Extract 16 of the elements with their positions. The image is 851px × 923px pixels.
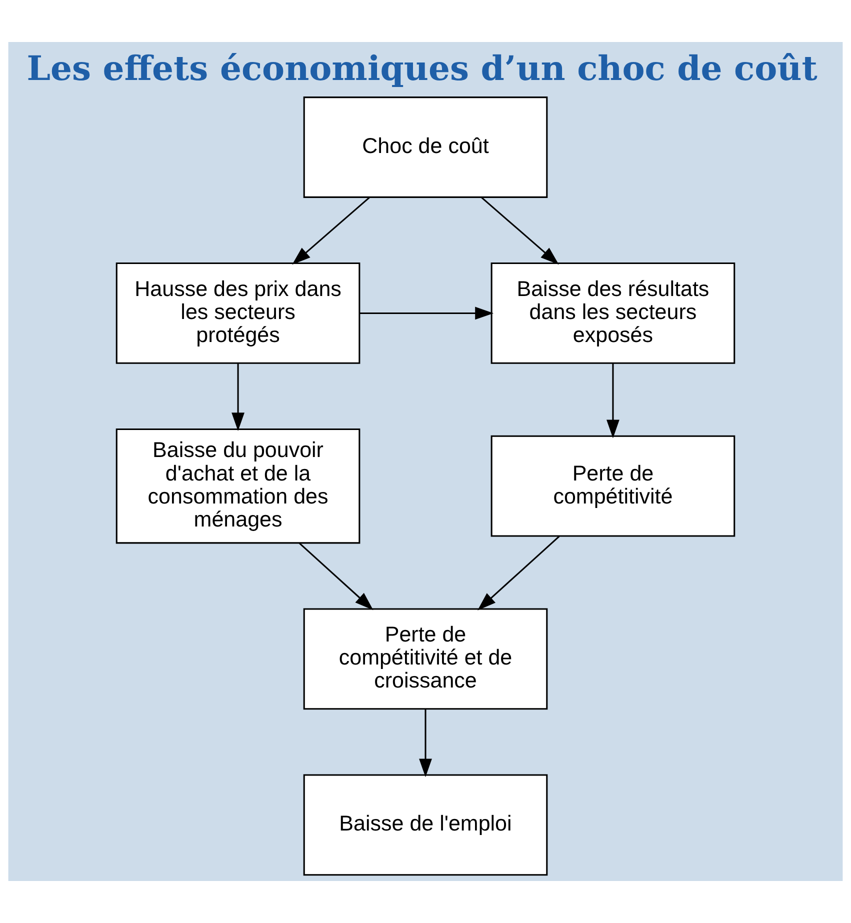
diagram-title: Les effets économiques d’un choc de coût [26, 48, 818, 88]
arrow [298, 542, 374, 610]
node-box: Perte de compétitivité [490, 435, 736, 537]
arrow [360, 306, 494, 320]
arrow [478, 536, 560, 610]
arrow [232, 363, 244, 432]
node-box: Hausse des prix dans les secteurs protégés [116, 262, 360, 364]
arrow [292, 196, 370, 265]
node-box: Perte de compétitivité et de croissance [303, 608, 548, 710]
arrow [606, 363, 620, 438]
node-box: Baisse des résultats dans les secteurs exposés [490, 262, 736, 364]
arrow [480, 196, 559, 265]
node-box: Choc de coût [303, 96, 548, 198]
node-box: Baisse du pouvoir d'achat et de la consommation des ménages [116, 428, 360, 544]
node-box: Baisse de l'emploi [303, 774, 548, 876]
arrow [419, 708, 432, 778]
